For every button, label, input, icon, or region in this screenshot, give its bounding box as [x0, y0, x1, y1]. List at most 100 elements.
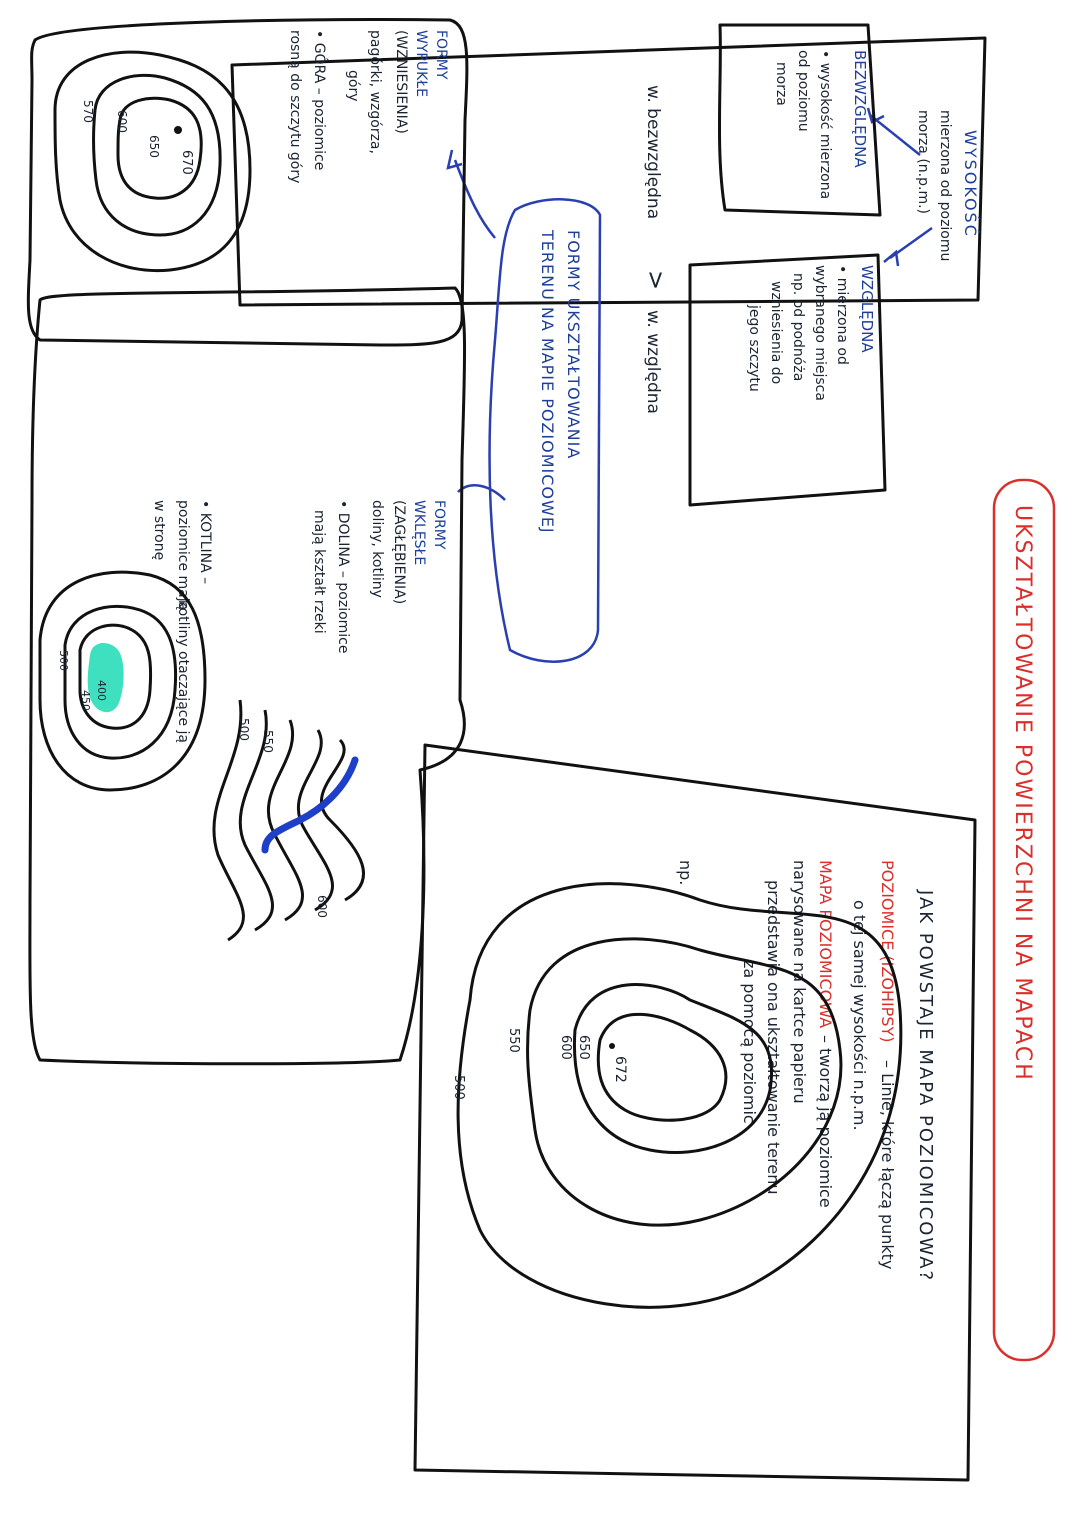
mapa-text-2: narysowane na kartce papieru	[790, 860, 809, 1104]
poziomice-text-2: o tej samej wysokości n.p.m.	[850, 900, 869, 1131]
mapa-text-3: przedstawia ona ukształtowanie terenu	[764, 880, 783, 1195]
dolina-line-1	[320, 738, 366, 902]
wysokosc-box	[230, 36, 987, 307]
bezwzgledna-line-1: • wysokość mierzona	[817, 50, 833, 199]
main-contour-map: 672 650 600 550 500	[451, 882, 903, 1309]
np-label: np.	[676, 860, 695, 885]
kotlina-contour-outer	[38, 570, 207, 792]
wzgledna-box	[688, 253, 887, 507]
wklesle-list: doliny, kotliny	[369, 500, 385, 598]
bezwzgledna-text: BEZWZGLĘDNA • wysokość mierzona od pozio…	[773, 50, 869, 199]
wypukle-label-650: 650	[147, 135, 161, 158]
title-group: UKSZTAŁTOWANIE POWIERZCHNI NA MAPACH	[992, 478, 1056, 1362]
bezwzgledna-title: BEZWZGLĘDNA	[851, 50, 869, 168]
wysokosc-title: WYSOKOŚĆ	[961, 130, 980, 238]
arrow-to-wypukle-head	[446, 149, 463, 170]
wzgledna-text: WZGLĘDNA • mierzona od wybranego miejsca…	[746, 265, 876, 401]
comparison-sign: >	[642, 270, 670, 290]
poziomice-text-1: – Linie, które łączą punkty	[878, 1060, 897, 1269]
peak-label: 672	[612, 1056, 628, 1083]
wypukle-text: FORMY WYPUKŁE (WZNIESIENIA) pagórki, wzg…	[287, 30, 449, 183]
wypukle-peak-label: 670	[179, 150, 194, 175]
wzgledna-line-5: jego szczytu	[746, 304, 762, 392]
contour-600	[572, 983, 773, 1154]
wklesle-title-2: WKLĘSŁE	[411, 500, 427, 565]
wzgledna-line-2: wybranego miejsca	[812, 265, 828, 401]
bezwzgledna-box	[717, 23, 882, 217]
wklesle-box	[28, 286, 467, 1066]
wypukle-gora-2: rosną do szczytu góry	[287, 30, 303, 183]
label-500: 500	[451, 1075, 466, 1100]
dolina-map: 550 500 600	[212, 699, 366, 942]
bezwzgledna-line-3: morza	[773, 62, 789, 106]
label-550: 550	[506, 1028, 521, 1053]
kotlina-label-450: 450	[79, 690, 92, 711]
wypukle-paren: (WZNIESIENIA)	[393, 30, 409, 134]
kotlina-lake	[87, 643, 124, 713]
wzgledna-line-1: • mierzona od	[834, 265, 850, 365]
title-frame	[992, 478, 1056, 1362]
kotlina-contour-mid	[63, 604, 178, 760]
dolina-label-600: 600	[315, 895, 329, 918]
comparison-row: w. bezwzględna > w. względna	[642, 85, 670, 414]
wypukle-list-2: góry	[345, 70, 361, 102]
kotlina-label-500: 500	[57, 650, 70, 671]
definitions-group: JAK POWSTAJE MAPA POZIOMICOWA? POZIOMICE…	[676, 860, 936, 1282]
wklesle-dolina-2: mają kształt rzeki	[311, 510, 327, 634]
label-650: 650	[576, 1035, 591, 1060]
dolina-label-550: 550	[261, 730, 275, 753]
formy-cloud	[488, 198, 602, 663]
kotlina-map: 400 450 500	[38, 570, 207, 792]
question-heading: JAK POWSTAJE MAPA POZIOMICOWA?	[915, 889, 936, 1282]
wypukle-box	[26, 18, 469, 347]
arrow-to-bezwzgledna-head	[866, 107, 885, 124]
wklesle-text: FORMY WKLĘSŁE (ZAGŁĘBIENIA) doliny, kotl…	[151, 500, 447, 743]
wypukle-contour-600	[92, 73, 222, 237]
wzgledna-line-3: np. od podnóża	[790, 273, 806, 381]
kotlina-contour-inner	[78, 623, 153, 730]
wypukle-contour-map: 670 650 600 570	[53, 50, 252, 273]
wypukle-list: pagórki, wzgórza,	[367, 30, 383, 154]
arrow-to-wypukle	[453, 159, 496, 239]
wklesle-kotlina-3: kotliny otaczające ją	[175, 600, 191, 743]
arrow-to-wzgledna-head	[883, 249, 900, 267]
wklesle-kotlina-1: • KOTLINA –	[197, 500, 213, 584]
wysokosc-text: WYSOKOŚĆ mierzona od poziomu morza (n.p.…	[915, 110, 980, 261]
wypukle-contour-650	[116, 96, 203, 200]
wklesle-title-1: FORMY	[431, 500, 447, 550]
mapa-term: MAPA POZIOMICOWA	[816, 860, 835, 1028]
wklesle-kotlina-4: w stronę	[151, 500, 167, 560]
label-600: 600	[558, 1035, 573, 1060]
dolina-river	[261, 756, 359, 854]
formy-line-2: TERENU NA MAPIE POZIOMICOWEJ	[538, 229, 557, 534]
contour-650	[596, 1012, 728, 1122]
dolina-line-4	[238, 709, 274, 932]
mapa-text-1: – tworzą ją poziomice	[816, 1035, 835, 1208]
wypukle-gora-1: • GÓRA – poziomice	[311, 30, 329, 170]
formy-cloud-text: FORMY UKSZTAŁTOWANIA TERENU NA MAPIE POZ…	[538, 229, 583, 534]
mapa-text-4: za pomocą poziomic	[740, 960, 759, 1124]
comparison-right: w. względna	[643, 310, 663, 414]
wklesle-paren: (ZAGŁĘBIENIA)	[391, 500, 407, 604]
contour-550	[526, 937, 843, 1227]
main-map-box	[413, 743, 977, 1482]
wypukle-title-2: WYPUKŁE	[413, 30, 429, 97]
arrow-to-bezwzgledna	[869, 114, 921, 156]
wzgledna-title: WZGLĘDNA	[858, 265, 876, 353]
bezwzgledna-line-2: od poziomu	[795, 50, 811, 132]
page-title: UKSZTAŁTOWANIE POWIERZCHNI NA MAPACH	[1010, 505, 1035, 1082]
dolina-line-2	[297, 729, 334, 912]
dolina-label-500: 500	[237, 718, 251, 741]
wypukle-label-600: 600	[115, 110, 129, 133]
wklesle-kotlina-2: poziomice mają	[175, 500, 191, 610]
arrow-to-wklesle	[457, 484, 506, 501]
wklesle-dolina-1: • DOLINA – poziomice	[335, 500, 351, 653]
wysokosc-line-2: morza (n.p.m.)	[915, 110, 931, 214]
comparison-left: w. bezwzględna	[643, 85, 663, 219]
dolina-line-5	[212, 699, 245, 942]
poziomice-term: POZIOMICE (IZOHIPSY)	[878, 860, 897, 1043]
wypukle-peak-point	[174, 126, 182, 134]
contour-500	[456, 882, 903, 1309]
kotlina-label-400: 400	[95, 680, 108, 701]
